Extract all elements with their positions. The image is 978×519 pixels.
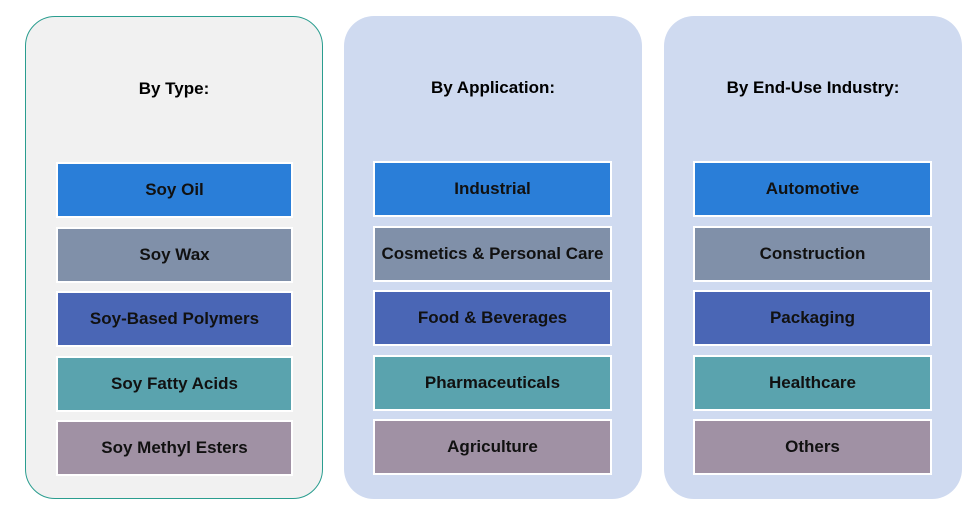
panel-by-application: By Application: Industrial Cosmetics & P… [344,16,642,499]
item-others: Others [693,419,932,475]
panel-title-by-type: By Type: [138,79,210,98]
panel-title-by-application: By Application: [430,78,556,97]
item-soy-based-polymers: Soy-Based Polymers [56,291,293,347]
item-industrial: Industrial [373,161,612,217]
panel-by-type: By Type: Soy Oil Soy Wax Soy-Based Polym… [25,16,323,499]
item-agriculture: Agriculture [373,419,612,475]
item-soy-fatty-acids: Soy Fatty Acids [56,356,293,412]
item-packaging: Packaging [693,290,932,346]
panel-title-by-end-use-industry: By End-Use Industry: [726,78,900,97]
item-pharmaceuticals: Pharmaceuticals [373,355,612,411]
panel-by-end-use-industry: By End-Use Industry: Automotive Construc… [664,16,962,499]
item-soy-oil: Soy Oil [56,162,293,218]
item-healthcare: Healthcare [693,355,932,411]
item-soy-wax: Soy Wax [56,227,293,283]
item-construction: Construction [693,226,932,282]
item-food-beverages: Food & Beverages [373,290,612,346]
item-automotive: Automotive [693,161,932,217]
item-cosmetics-personal-care: Cosmetics & Personal Care [373,226,612,282]
item-soy-methyl-esters: Soy Methyl Esters [56,420,293,476]
